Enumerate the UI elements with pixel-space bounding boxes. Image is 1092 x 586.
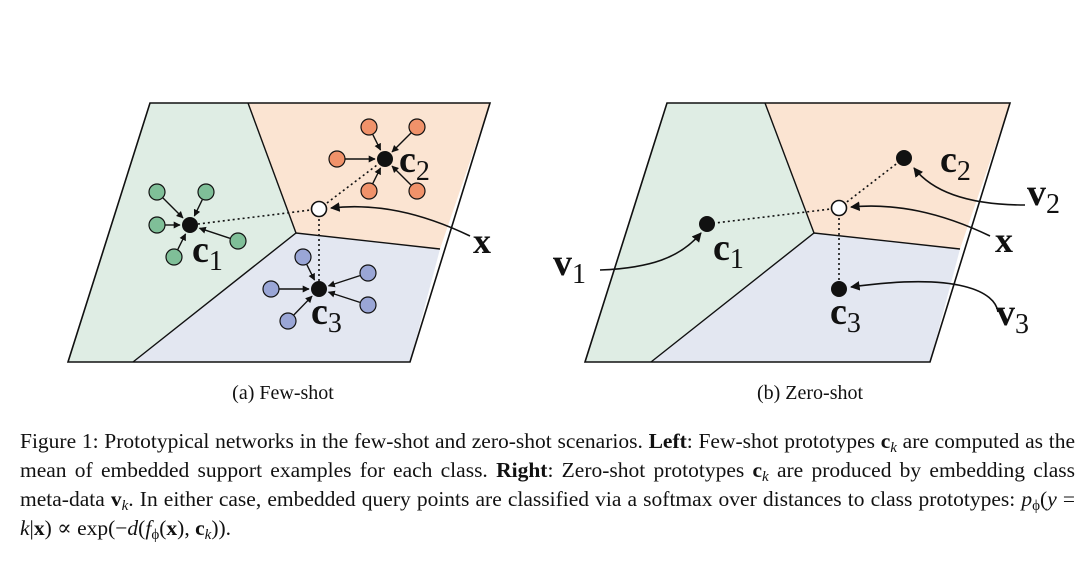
embedding-arrow-v2 bbox=[913, 167, 1026, 206]
label-c2: c2 bbox=[399, 139, 430, 187]
support-point bbox=[279, 312, 297, 330]
query-point bbox=[830, 199, 848, 217]
caption-text: Prototypical networks in the few-shot an… bbox=[98, 429, 649, 453]
support-arrow bbox=[391, 165, 412, 186]
support-point bbox=[360, 118, 378, 136]
support-point bbox=[148, 183, 166, 201]
embedding-arrow-v3 bbox=[850, 281, 999, 313]
subcaption-few-shot: (a) Few-shot bbox=[232, 382, 334, 404]
panel-outline bbox=[583, 102, 1012, 363]
region-class-3 bbox=[651, 233, 960, 362]
support-arrow bbox=[372, 167, 382, 184]
support-point bbox=[408, 118, 426, 136]
embedding-arrow-v1 bbox=[599, 232, 702, 271]
region-class-2 bbox=[765, 103, 1010, 249]
support-point bbox=[197, 183, 215, 201]
caption-text: are produced by embedding class meta-dat… bbox=[20, 458, 1075, 511]
math-ck: ck bbox=[752, 458, 769, 485]
math-formula: pϕ(y = k|x) ∝ exp(−d(fϕ(x), ck)). bbox=[20, 487, 1075, 543]
label-c3: c3 bbox=[830, 291, 861, 339]
support-arrow bbox=[293, 295, 313, 316]
subcaption-zero-shot: (b) Zero-shot bbox=[756, 382, 864, 404]
figure-caption: Figure 1: Prototypical networks in the f… bbox=[20, 427, 1075, 543]
prototype-c2 bbox=[377, 151, 393, 167]
label-v2: v2 bbox=[1027, 172, 1060, 220]
distance-line bbox=[189, 208, 320, 226]
label-v3: v3 bbox=[996, 292, 1029, 340]
support-point bbox=[148, 216, 166, 234]
caption-text: . In either case, embedded query points … bbox=[128, 487, 1022, 511]
support-arrow bbox=[193, 199, 203, 217]
support-point bbox=[294, 248, 312, 266]
support-arrow bbox=[306, 264, 316, 281]
support-point bbox=[408, 182, 426, 200]
label-x: x bbox=[995, 220, 1013, 260]
support-arrow bbox=[372, 134, 382, 151]
query-arrow bbox=[330, 202, 471, 237]
panel-few-shot: c1 c2 c3 x bbox=[66, 102, 492, 363]
query-arrow bbox=[850, 201, 991, 237]
support-arrow bbox=[198, 226, 231, 239]
figure-diagram: c1 c2 c3 x c1 c2 c3 x v1 v2 v3 bbox=[66, 102, 1060, 363]
support-arrow bbox=[327, 290, 361, 304]
support-point bbox=[328, 150, 346, 168]
label-x: x bbox=[473, 221, 491, 261]
support-point bbox=[165, 248, 183, 266]
support-arrow bbox=[177, 233, 187, 250]
label-c2: c2 bbox=[940, 139, 971, 187]
support-point bbox=[262, 280, 280, 298]
math-ck: ck bbox=[880, 429, 897, 456]
label-c3: c3 bbox=[311, 291, 342, 339]
region-boundary bbox=[764, 102, 815, 234]
support-point bbox=[359, 296, 377, 314]
distance-line bbox=[838, 157, 905, 209]
region-class-3 bbox=[133, 233, 440, 362]
panel-outline bbox=[66, 102, 492, 363]
region-boundary bbox=[650, 232, 961, 363]
support-arrow bbox=[327, 274, 361, 288]
region-class-2 bbox=[248, 103, 490, 249]
caption-text: : Few-shot prototypes bbox=[686, 429, 881, 453]
query-point bbox=[310, 200, 328, 218]
figure-label: Figure 1: bbox=[20, 429, 99, 453]
support-set-class-3 bbox=[262, 248, 377, 330]
prototype-c1 bbox=[182, 217, 198, 233]
distance-line bbox=[706, 207, 840, 225]
label-c1: c1 bbox=[192, 229, 223, 277]
region-class-1 bbox=[68, 103, 296, 362]
support-set-class-2 bbox=[328, 118, 426, 200]
math-vk: vk bbox=[110, 487, 129, 514]
distance-line bbox=[318, 158, 386, 210]
label-c1: c1 bbox=[713, 227, 744, 275]
support-arrow bbox=[391, 132, 412, 153]
support-point bbox=[359, 264, 377, 282]
support-arrow bbox=[162, 197, 184, 219]
prototype-c1 bbox=[699, 216, 715, 232]
support-point bbox=[360, 182, 378, 200]
caption-text: : Zero-shot prototypes bbox=[547, 458, 753, 482]
caption-left-label: Left bbox=[648, 429, 687, 453]
prototype-c3 bbox=[831, 281, 847, 297]
region-boundary bbox=[132, 232, 441, 363]
prototype-c2 bbox=[896, 150, 912, 166]
caption-text: are computed as the mean of embedded sup… bbox=[20, 429, 1076, 482]
region-boundary bbox=[247, 102, 297, 234]
support-set-class-1 bbox=[148, 183, 247, 266]
panel-zero-shot: c1 c2 c3 x v1 v2 v3 bbox=[553, 102, 1060, 363]
label-v1: v1 bbox=[553, 242, 586, 290]
caption-right-label: Right bbox=[496, 458, 548, 482]
support-point bbox=[229, 232, 247, 250]
prototype-c3 bbox=[311, 281, 327, 297]
